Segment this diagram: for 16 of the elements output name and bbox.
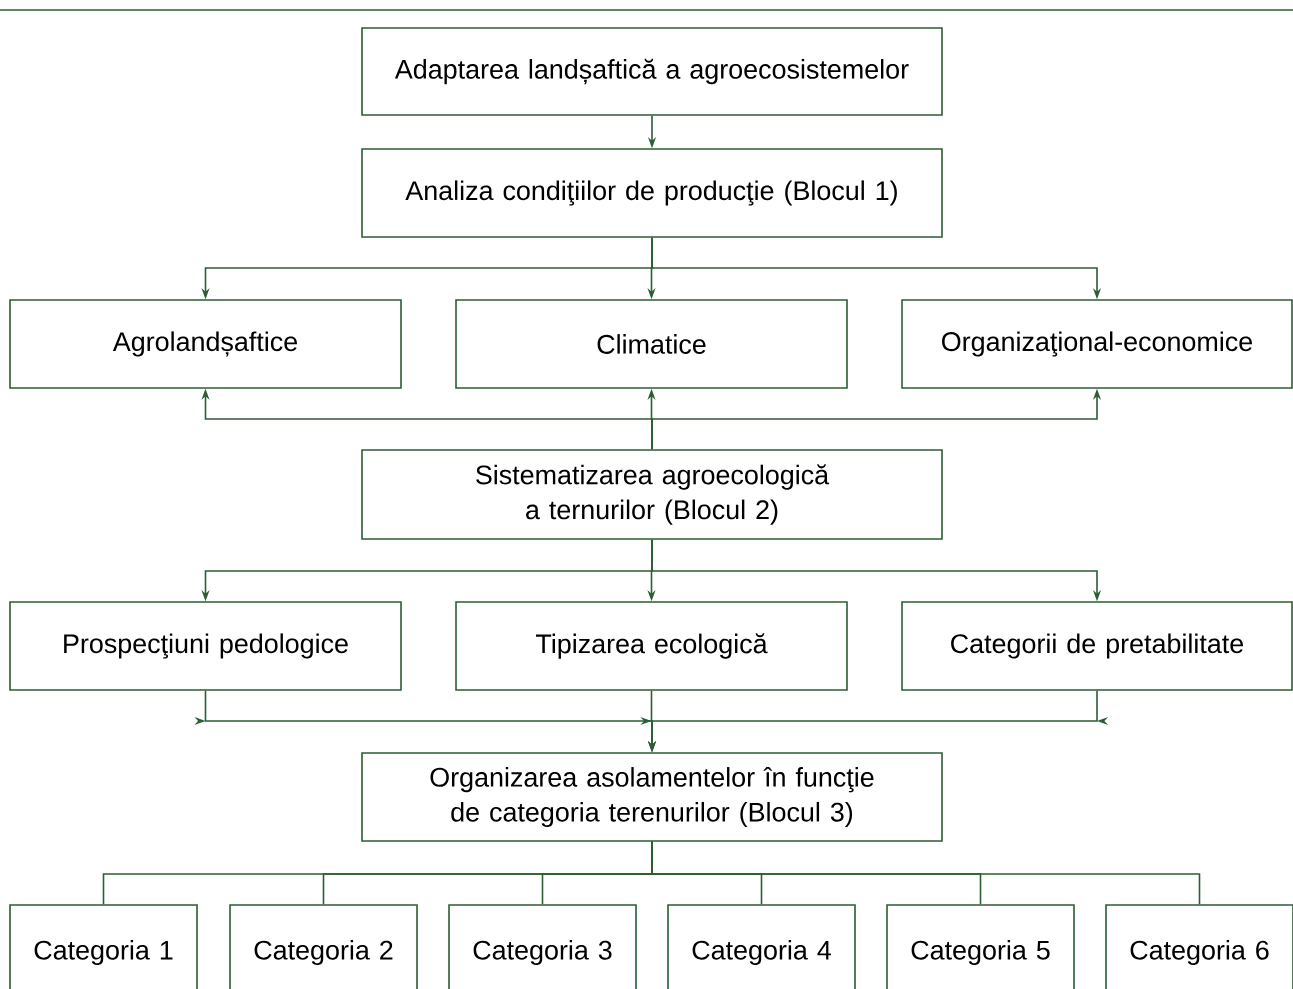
process-box: Climatice xyxy=(455,299,848,389)
process-box: Categorii de pretabilitate xyxy=(901,601,1293,691)
process-box: Categoria 5 xyxy=(886,904,1075,989)
process-box: Categoria 4 xyxy=(667,904,856,989)
process-box: Categoria 6 xyxy=(1105,904,1293,989)
process-box: Analiza condiţiilor de producţie (Blocul 1) xyxy=(361,148,943,238)
process-box: Sistematizarea agroecologică a ternurilor (Blocul 2) xyxy=(361,449,943,540)
process-box: Organizarea asolamentelor în funcţie de categoria terenurilor (Blocul 3) xyxy=(361,752,943,842)
process-box: Prospecţiuni pedologice xyxy=(9,601,402,691)
process-box: Categoria 2 xyxy=(229,904,418,989)
process-box: Adaptarea landșaftică a agroecosistemelor xyxy=(361,27,943,116)
process-box: Organizaţional-economice xyxy=(901,299,1293,389)
process-box: Categoria 3 xyxy=(448,904,637,989)
process-box: Tipizarea ecologică xyxy=(455,601,848,691)
process-box: Categoria 1 xyxy=(9,904,198,989)
process-box: Agrolandșaftice xyxy=(9,299,402,389)
